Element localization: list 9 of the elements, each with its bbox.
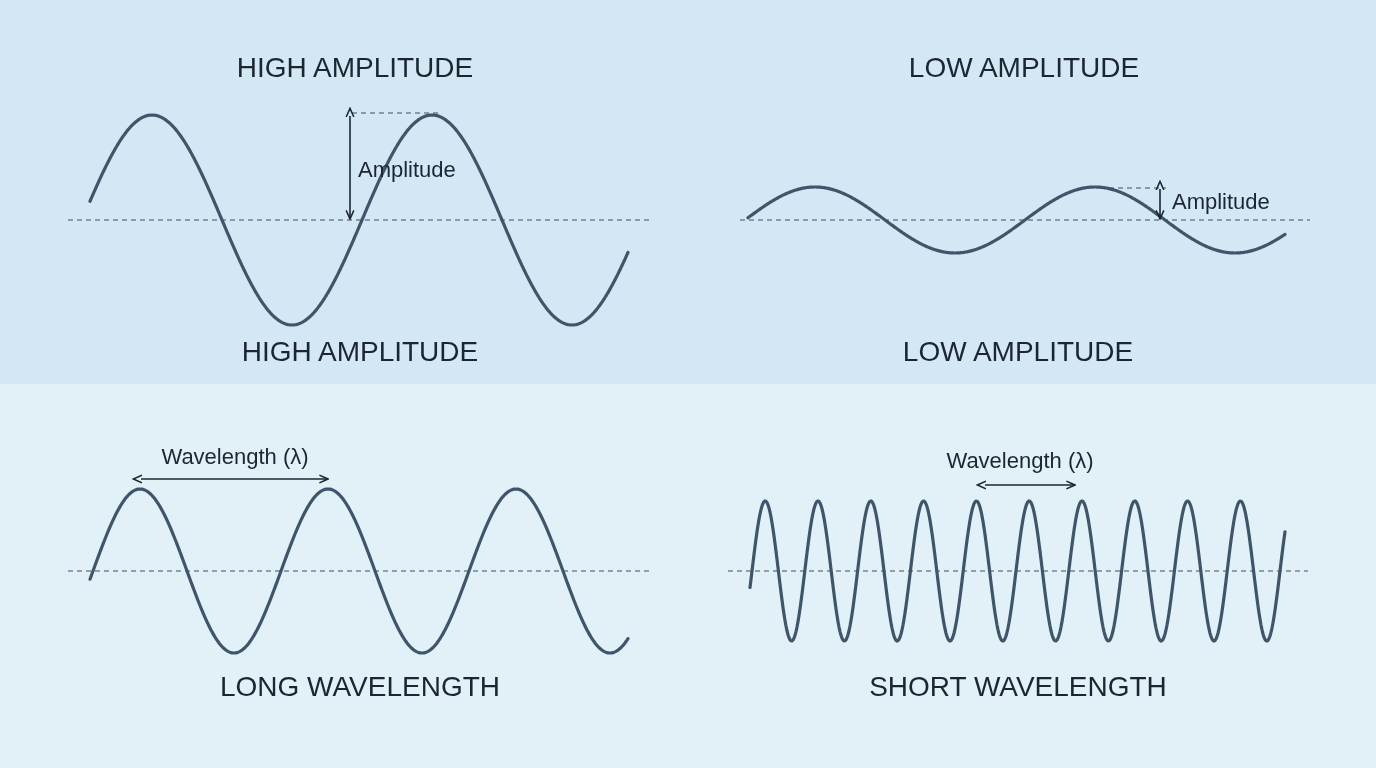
- panel-title: SHORT WAVELENGTH: [869, 671, 1167, 703]
- panel-title: LOW AMPLITUDE: [908, 52, 1140, 84]
- measure-label: Amplitude: [1172, 189, 1270, 215]
- measure-label: Wavelength (λ): [161, 444, 309, 470]
- panel-title: HIGH AMPLITUDE: [241, 336, 479, 368]
- panel-title: HIGH AMPLITUDE: [236, 52, 474, 84]
- panel-title: LONG WAVELENGTH: [220, 671, 500, 703]
- measure-label: Wavelength (λ): [946, 448, 1094, 474]
- panel-title: LOW AMPLITUDE: [902, 336, 1134, 368]
